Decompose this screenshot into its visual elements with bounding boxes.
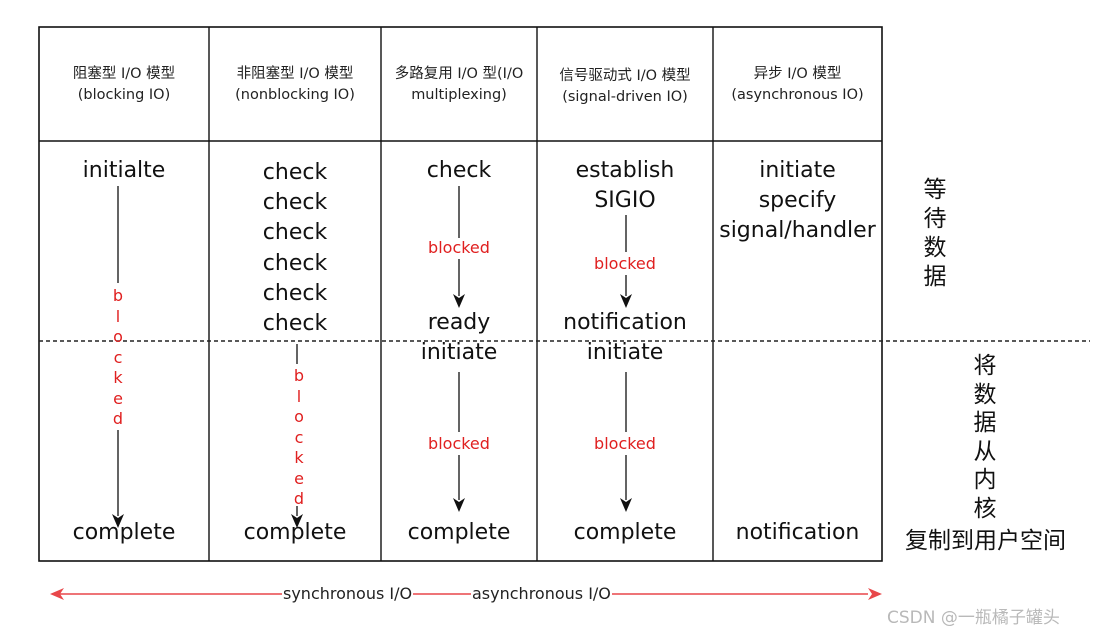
multiplex-ready: ready [427,310,491,335]
copy-char: 将 [973,353,997,379]
check-item: check [262,250,328,276]
nonblocking-checks: check check check check check check [209,158,381,339]
header-multiplex-en: multiplexing) [411,87,507,103]
header-nonblocking-en: (nonblocking IO) [235,87,355,103]
blocking-blocked-label: b l o c k e d [108,286,128,430]
multiplex-check: check [426,158,492,183]
blocked-letter: b [293,366,305,385]
blocked-letter: d [112,409,124,428]
blocked-letter: c [113,347,123,367]
check-item: check [262,160,328,185]
blocked-letter: e [113,388,123,408]
blocked-letter: c [294,427,304,447]
csdn-watermark: CSDN @一瓶橘子罐头 [887,608,1060,628]
table-border [38,26,883,562]
signal-blocked-2: blocked [594,434,656,453]
blocked-letter: l [296,386,302,406]
header-signal-cn: 信号驱动式 I/O 模型 [559,68,691,84]
signal-initiate: initiate [586,340,664,365]
blocking-start: initialte [82,158,166,183]
header-multiplex-cn: 多路复用 I/O 型(I/O [394,66,524,82]
header-nonblocking-cn: 非阻塞型 I/O 模型 [236,66,354,82]
header-async-en: (asynchronous IO) [731,87,864,103]
header-signal-en: (signal-driven IO) [562,89,688,105]
async-io-label: asynchronous I/O [471,584,612,603]
signal-arrowhead1 [620,294,632,308]
check-item: check [262,280,328,306]
nonblocking-arrowhead [291,514,303,528]
header-async: 异步 I/O 模型 (asynchronous IO) [713,64,882,106]
header-blocking: 阻塞型 I/O 模型 (blocking IO) [39,64,209,106]
blocked-letter: d [293,489,305,508]
header-nonblocking: 非阻塞型 I/O 模型 (nonblocking IO) [209,64,381,106]
blocked-letter: b [112,286,124,305]
blocked-letter: o [113,327,123,346]
phase-label-copy-last: 复制到用户空间 [905,528,1066,554]
nonblocking-end: complete [243,520,347,545]
sync-io-label: synchronous I/O [282,584,414,603]
header-blocking-cn: 阻塞型 I/O 模型 [72,66,176,82]
io-range-arrow-right [868,588,882,600]
blocking-end: complete [72,520,176,545]
header-signal: 信号驱动式 I/O 模型 (signal-driven IO) [537,66,713,108]
header-multiplex: 多路复用 I/O 型(I/O multiplexing) [381,64,537,106]
signal-establish: establish [575,158,675,183]
wait-char: 据 [923,264,947,290]
multiplex-blocked-1: blocked [428,238,490,257]
async-end: notification [735,520,860,545]
check-item: check [262,311,328,337]
check-item: check [262,190,328,216]
multiplex-end: complete [407,520,511,545]
multiplex-blocked-2: blocked [428,434,490,453]
multiplex-arrowhead1 [453,294,465,308]
signal-end: complete [573,520,677,545]
io-range-arrow-left [50,588,64,600]
blocked-letter: o [294,407,304,426]
copy-char: 据 [973,410,997,436]
header-blocking-en: (blocking IO) [77,87,171,103]
multiplex-arrowhead2 [453,498,465,512]
multiplex-initiate: initiate [420,340,498,365]
async-specify: specify [758,188,837,213]
blocking-arrowhead [112,514,124,528]
header-async-cn: 异步 I/O 模型 [753,66,842,82]
copy-char: 核 [973,495,997,522]
blocked-letter: e [294,468,304,488]
nonblocking-blocked-label: b l o c k e d [289,366,309,510]
copy-char: 从 [973,438,997,465]
wait-char: 等 [923,177,947,203]
wait-char: 数 [923,235,947,261]
blocked-letter: k [113,368,123,387]
signal-blocked-1: blocked [594,254,656,273]
blocked-letter: l [115,306,121,326]
phase-label-wait: 等 待 数 据 [918,176,952,292]
async-initiate: initiate [759,158,836,183]
signal-notification: notification [563,310,687,335]
signal-arrowhead2 [620,498,632,512]
signal-sigio: SIGIO [594,188,656,213]
phase-label-copy: 将 数 据 从 内 核 [968,352,1002,523]
check-item: check [262,220,328,246]
blocked-letter: k [294,448,304,467]
copy-char: 数 [973,381,997,408]
copy-char: 内 [973,467,997,493]
wait-char: 待 [923,206,947,232]
async-signal-handler: signal/handler [719,218,876,243]
